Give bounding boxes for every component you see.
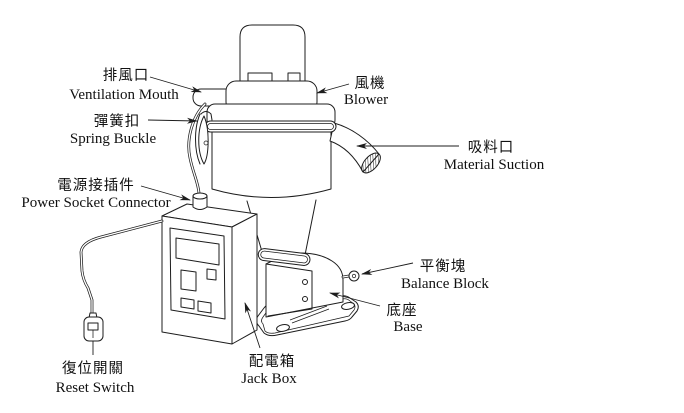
label-jack-box-zh: 配電箱 bbox=[249, 353, 296, 370]
label-spring-buckle-zh: 彈簧扣 bbox=[94, 113, 141, 130]
flange-inner bbox=[260, 250, 308, 264]
label-material-suction-en: Material Suction bbox=[444, 157, 545, 173]
lid-clamp-rim bbox=[204, 120, 337, 133]
jack-box-front-face bbox=[161, 215, 233, 345]
spring-buckle-pin bbox=[203, 140, 209, 146]
balance-block-screw-center bbox=[351, 273, 357, 279]
power-socket-connector-part bbox=[192, 192, 208, 210]
hopper-body bbox=[211, 125, 332, 198]
balance-block-screw bbox=[348, 270, 360, 282]
label-power-socket-zh: 電源接插件 bbox=[57, 177, 135, 194]
reset-plug-button bbox=[87, 322, 99, 331]
label-balance-block-en: Balance Block bbox=[401, 276, 489, 292]
label-material-suction-zh: 吸料口 bbox=[468, 139, 515, 156]
blower-cable-inner bbox=[188, 103, 206, 194]
label-reset-switch-zh: 復位開關 bbox=[62, 360, 124, 377]
spring-buckle-leaf bbox=[198, 115, 209, 165]
label-balance-block-zh: 平衡塊 bbox=[420, 258, 467, 275]
blower-motor-cover bbox=[239, 24, 306, 85]
spring-buckle-strap bbox=[195, 113, 201, 165]
jack-box-button-small bbox=[206, 268, 217, 281]
connector-body bbox=[192, 195, 208, 210]
cone-outlet-flange bbox=[257, 248, 311, 266]
suction-pipe bbox=[329, 122, 381, 174]
jack-box-panel-frame bbox=[169, 227, 226, 320]
base-slot bbox=[289, 305, 330, 324]
label-reset-switch-en: Reset Switch bbox=[56, 380, 135, 396]
label-ventilation-en: Ventilation Mouth bbox=[69, 87, 179, 103]
jack-box-button-large bbox=[180, 269, 197, 292]
leader-base bbox=[329, 292, 381, 307]
jack-box-part bbox=[161, 203, 258, 345]
label-base-zh: 底座 bbox=[387, 302, 418, 319]
reset-switch-part bbox=[83, 312, 104, 355]
flange-outer bbox=[257, 248, 311, 266]
label-blower-en: Blower bbox=[344, 92, 388, 108]
label-base-en: Base bbox=[393, 319, 423, 335]
jack-box-display bbox=[175, 237, 220, 266]
leader-blower bbox=[316, 83, 350, 94]
balance-block-stem-inner bbox=[342, 275, 350, 278]
base-hole-right bbox=[341, 302, 355, 310]
reset-cable-inner bbox=[80, 220, 163, 317]
label-blower-zh: 風機 bbox=[355, 75, 386, 92]
base-hole-left bbox=[276, 324, 290, 332]
label-power-socket-en: Power Socket Connector bbox=[21, 195, 170, 211]
label-spring-buckle-en: Spring Buckle bbox=[70, 131, 157, 147]
label-ventilation-zh: 排風口 bbox=[103, 67, 150, 84]
leader-spring-buckle bbox=[147, 117, 198, 124]
jack-box-button-bottom-left bbox=[180, 297, 195, 310]
diagram-labels: 排風口 Ventilation Mouth 彈簧扣 Spring Buckle … bbox=[21, 67, 544, 396]
jack-box-button-bottom-right bbox=[197, 300, 212, 314]
spring-buckle-hook bbox=[200, 111, 213, 121]
suction-pipe-opening bbox=[361, 152, 381, 174]
leader-power-socket bbox=[140, 185, 191, 201]
reset-cable bbox=[79, 219, 164, 318]
balance-block-part bbox=[341, 270, 360, 282]
hopper-cone-right-edge bbox=[304, 199, 317, 256]
rim-outer bbox=[204, 120, 337, 133]
base-plate-inner-edge bbox=[261, 298, 356, 334]
bracket-hole-bottom bbox=[302, 296, 308, 302]
leader-balance-block bbox=[361, 262, 414, 275]
bracket-front-edges bbox=[265, 263, 313, 317]
leader-jack-box bbox=[244, 302, 261, 349]
spring-buckle-part bbox=[195, 111, 213, 165]
connector-top bbox=[192, 192, 208, 200]
jack-box-right-face bbox=[231, 213, 258, 345]
leader-ventilation bbox=[149, 76, 202, 93]
base-bracket bbox=[265, 252, 344, 318]
bracket-hole-top bbox=[302, 279, 308, 285]
motor-cover-outline bbox=[239, 24, 306, 85]
label-jack-box-en: Jack Box bbox=[241, 371, 297, 387]
